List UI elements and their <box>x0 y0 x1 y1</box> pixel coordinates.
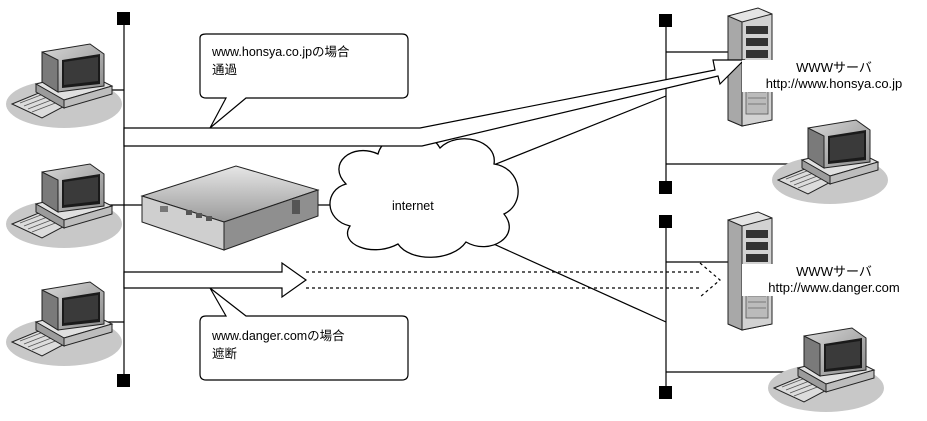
pc-2-icon <box>5 163 123 249</box>
block-arrow <box>123 261 721 299</box>
server-honsya-label: WWWサーバ http://www.honsya.co.jp <box>742 60 926 92</box>
callout-block <box>199 287 409 381</box>
pc-3-icon <box>5 281 123 367</box>
callout-pass-line2: 通過 <box>212 63 238 77</box>
callout-block-line1: www.danger.comの場合 <box>212 329 345 343</box>
server-danger-url: http://www.danger.com <box>768 280 900 295</box>
server-honsya-name: WWWサーバ <box>796 60 872 75</box>
router-icon <box>124 165 338 251</box>
internet-cloud <box>329 133 519 258</box>
pass-arrow <box>123 59 746 147</box>
pc-4-icon <box>771 119 889 205</box>
right-lan-top <box>659 14 790 194</box>
server-danger-label: WWWサーバ http://www.danger.com <box>742 264 926 296</box>
server-honsya-url: http://www.honsya.co.jp <box>765 76 903 91</box>
internet-label: internet <box>392 199 434 213</box>
callout-pass <box>199 33 409 129</box>
server-danger-name: WWWサーバ <box>796 264 872 279</box>
pc-5-icon <box>767 327 885 413</box>
callout-pass-line1: www.honsya.co.jpの場合 <box>212 45 350 59</box>
right-lan-bottom <box>659 215 790 399</box>
pc-1-icon <box>5 43 123 129</box>
callout-block-line2: 遮断 <box>212 347 238 361</box>
